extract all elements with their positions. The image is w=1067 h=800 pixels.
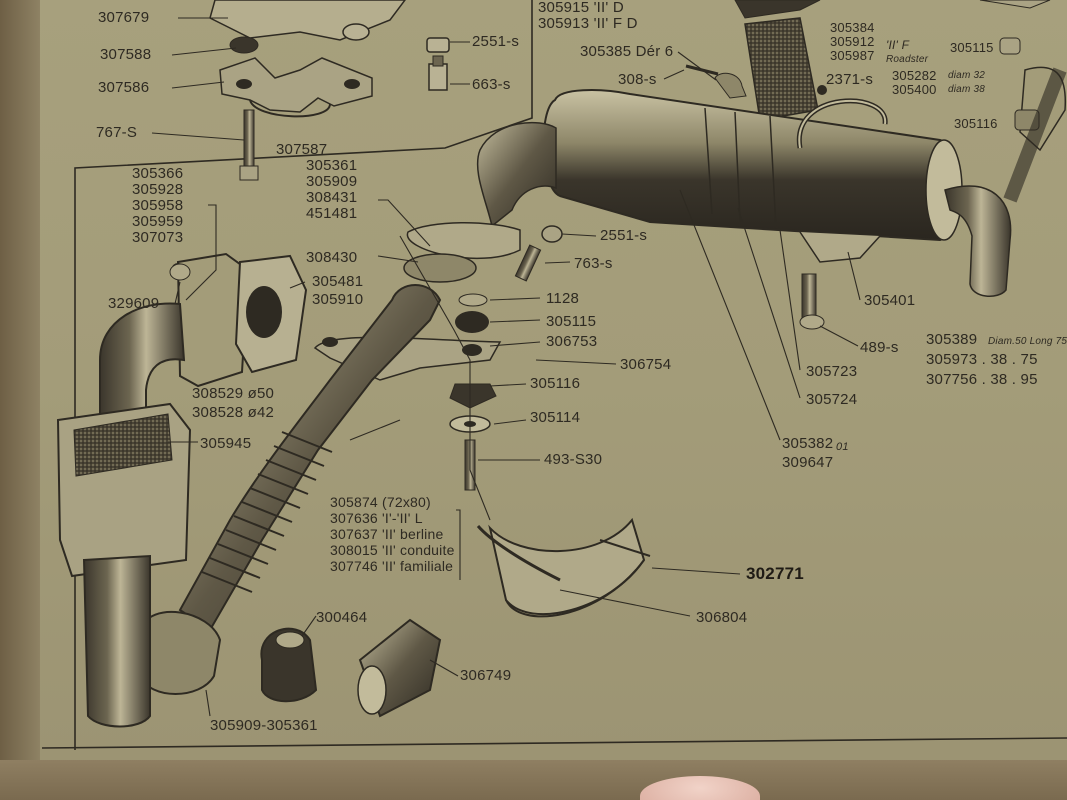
part-label-300464: 300464	[316, 609, 368, 626]
part-label-302771: 302771	[746, 564, 804, 583]
book-bottom-edge	[0, 760, 1067, 800]
part-label-308430: 308430	[306, 249, 358, 266]
part-label-305928: 305928	[132, 181, 184, 198]
part-label-307637: 307637 'II' berline	[330, 526, 444, 542]
part-label-489-s: 489-s	[860, 339, 899, 356]
part-label-305384: 305384	[830, 20, 875, 35]
part-label-305915: 305915 'II' D	[538, 0, 624, 16]
part-label-305724: 305724	[806, 391, 858, 408]
part-label-group-305874: 305874 (72x80) 307636 'I'-'II' L 307637 …	[330, 494, 455, 574]
note-305400-diam: diam 38	[948, 84, 985, 95]
corrugation-rings	[201, 431, 333, 593]
flexible-exhaust-pipe-305874	[139, 221, 521, 695]
part-label-305958: 305958	[132, 197, 184, 214]
part-label-763-s: 763-s	[574, 255, 613, 272]
silencer-305382	[476, 67, 1067, 330]
part-label-305909-305361: 305909-305361	[210, 717, 318, 734]
part-label-305400: 305400	[892, 82, 937, 97]
part-label-451481: 451481	[306, 205, 358, 222]
part-label-307073: 307073	[132, 229, 184, 246]
part-label-group-305361: 305361 305909 308431 451481	[306, 158, 357, 222]
part-label-305909: 305909	[306, 173, 358, 190]
part-label-306754: 306754	[620, 356, 672, 373]
part-label-305401: 305401	[864, 292, 916, 309]
part-label-306804: 306804	[696, 609, 748, 626]
part-label-305114: 305114	[530, 409, 581, 426]
part-label-329609: 329609	[108, 295, 160, 312]
note-305389-dims: Diam.50 Long 75	[988, 336, 1067, 347]
part-label-307587: 307587	[276, 141, 328, 158]
part-label-308431: 308431	[306, 189, 358, 206]
part-label-2551-s-mid: 2551-s	[600, 227, 648, 244]
part-label-307586: 307586	[98, 79, 150, 96]
part-label-306753: 306753	[546, 333, 598, 350]
part-label-305361: 305361	[306, 157, 358, 174]
part-label-308529: 308529 ø50	[192, 385, 275, 402]
part-label-305115: 305115	[546, 313, 597, 330]
part-label-305874: 305874 (72x80)	[330, 494, 431, 510]
part-label-305723: 305723	[806, 363, 858, 380]
note-305282-diam: diam 32	[948, 70, 985, 81]
loose-parts-bottom	[260, 517, 651, 718]
part-label-307746: 307746 'II' familiale	[330, 558, 454, 574]
part-label-305913: 305913 'II' F D	[538, 15, 638, 32]
part-label-305910: 305910	[312, 291, 364, 308]
part-label-663-s: 663-s	[472, 76, 511, 93]
part-label-308528: 308528 ø42	[192, 404, 275, 421]
note-ii-f: 'II' F	[886, 38, 910, 52]
note-roadster: Roadster	[886, 54, 929, 65]
part-label-305987: 305987	[830, 48, 875, 63]
part-label-305973: 305973 . 38 . 75	[926, 351, 1038, 368]
panel-border-lines	[41, 0, 1067, 750]
note-305382-suffix: 01	[836, 441, 849, 453]
part-label-305282: 305282	[892, 68, 937, 83]
part-label-305366: 305366	[132, 165, 184, 182]
leader-lines	[151, 17, 861, 717]
part-label-767-s: 767-S	[96, 124, 138, 141]
part-label-307636: 307636 'I'-'II' L	[330, 510, 423, 526]
part-label-305115-top: 305115	[950, 40, 994, 55]
part-label-308-s: 308-s	[618, 71, 657, 88]
bottom-rule	[41, 737, 1067, 749]
part-label-305116: 305116	[530, 375, 581, 392]
part-label-307756: 307756 . 38 . 95	[926, 371, 1038, 388]
part-label-306749: 306749	[460, 667, 512, 684]
part-label-305945: 305945	[200, 435, 252, 452]
part-label-307588: 307588	[100, 46, 152, 63]
part-label-305389: 305389	[926, 331, 978, 348]
front-downpipe-and-heat-muff	[56, 252, 308, 728]
upper-panel-border	[74, 0, 533, 750]
part-label-305385: 305385 Dér 6	[580, 43, 674, 60]
part-label-305912: 305912	[830, 34, 875, 49]
part-label-2371-s: 2371-s	[826, 71, 874, 88]
part-label-305959: 305959	[132, 213, 184, 230]
part-label-493-s30: 493-S30	[544, 451, 603, 468]
part-label-309647: 309647	[782, 454, 834, 471]
part-label-2551-s-top: 2551-s	[472, 33, 520, 50]
part-label-305116-top: 305116	[954, 116, 998, 131]
part-label-305481: 305481	[312, 273, 364, 290]
part-label-group-305366: 305366 305928 305958 305959 307073	[132, 166, 183, 246]
bracket-assembly-307587	[209, 0, 450, 181]
part-label-1128: 1128	[546, 290, 580, 307]
part-label-307679: 307679	[98, 9, 150, 26]
part-label-308015: 308015 'II' conduite	[330, 542, 455, 558]
book-binding-edge	[0, 0, 40, 800]
part-label-305382: 305382	[782, 435, 834, 452]
